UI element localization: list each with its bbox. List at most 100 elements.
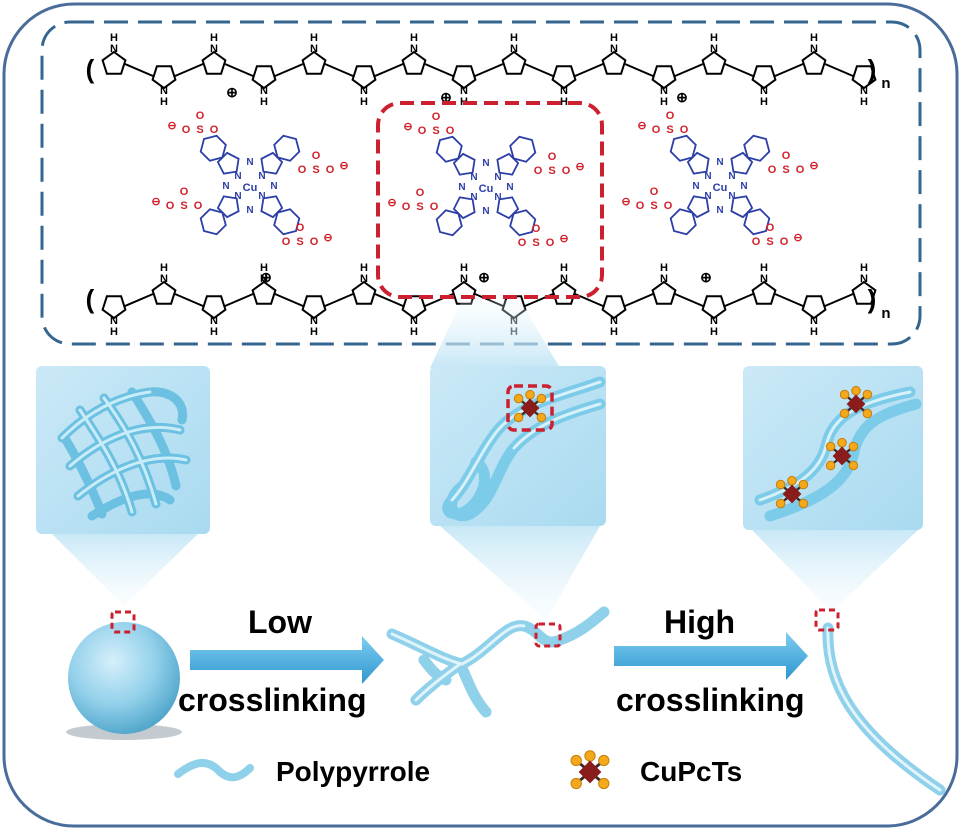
charge-minus: ⊖: [559, 233, 568, 245]
pc-meso-n: N: [458, 182, 465, 193]
pyrrole-ring: [451, 65, 477, 90]
sulfonate-o: O: [664, 200, 673, 212]
charge-plus: ⊕: [676, 89, 688, 105]
sulfonate-o: O: [416, 187, 425, 199]
pyrrole-hydrogen: H: [110, 32, 118, 44]
pc-inner-n: N: [704, 171, 711, 182]
pyrrole-ring: [151, 280, 177, 305]
charge-minus: ⊖: [621, 196, 630, 208]
pyrrole-ring: [201, 295, 227, 320]
pyrrole-nitrogen: N: [860, 85, 868, 97]
pyrrole-nitrogen: N: [510, 43, 518, 55]
zoom-beam-top: [430, 300, 560, 368]
pyrrole-bond: [224, 63, 254, 77]
pyrrole-nitrogen: N: [160, 85, 168, 97]
pyrrole-hydrogen: H: [460, 262, 468, 274]
pyrrole-nitrogen: N: [710, 315, 718, 327]
pyrrole-nitrogen: N: [710, 43, 718, 55]
sulfonate-o: O: [666, 110, 675, 122]
pc-meso-n: N: [482, 158, 489, 169]
pyrrole-ring: [401, 295, 427, 320]
charge-minus: ⊖: [793, 232, 802, 244]
sulfonate-o: O: [312, 150, 321, 162]
chain-bracket-left: (: [86, 54, 95, 84]
pyrrole-bond: [674, 293, 704, 307]
sulfonate-o: O: [310, 236, 319, 248]
cupcts-ligand: [513, 412, 524, 423]
sulfonate-o: O: [166, 200, 175, 212]
pyrrole-hydrogen: H: [160, 262, 168, 274]
pyrrole-hydrogen: H: [510, 32, 518, 44]
highlight-box-knot: [506, 384, 554, 432]
pyrrole-bond: [324, 293, 354, 307]
sulfonate-s: S: [532, 237, 539, 249]
pc-benzo-ring: [743, 134, 771, 162]
pyrrole-ring: [751, 65, 777, 90]
sulfonate-o: O: [210, 124, 219, 136]
pyrrole-nitrogen: N: [660, 273, 668, 285]
pyrrole-nitrogen: N: [260, 85, 268, 97]
cupcts-ligand: [839, 389, 850, 400]
pyrrole-bond: [824, 293, 854, 307]
pc-inner-n: N: [234, 191, 241, 202]
pc-inner-n: N: [258, 191, 265, 202]
pyrrole-nitrogen: N: [410, 315, 418, 327]
pyrrole-ring: [651, 65, 677, 90]
sulfonate-o: O: [636, 200, 645, 212]
pyrrole-ring: [351, 280, 377, 305]
pyrrole-nitrogen: N: [560, 85, 568, 97]
pyrrole-nitrogen: N: [810, 315, 818, 327]
cupcts-ligand: [513, 393, 524, 404]
pc-benzo-ring: [435, 135, 463, 163]
pyrrole-hydrogen: H: [360, 96, 368, 108]
cupcts-core: [578, 760, 602, 784]
pyrrole-ring: [401, 50, 427, 75]
pc-inner-n: N: [470, 192, 477, 203]
pc-benzo-ring: [669, 208, 697, 236]
pc-meso-n: N: [270, 181, 277, 192]
pc-inner-n: N: [234, 171, 241, 182]
cupcts-ligand: [862, 408, 873, 419]
label-high: High: [664, 604, 736, 640]
sulfonate-o: O: [446, 125, 455, 137]
pc-inner-n: N: [494, 192, 501, 203]
pyrrole-bond: [474, 63, 504, 77]
pc-inner-n: N: [494, 172, 501, 183]
pyrrole-hydrogen: H: [210, 32, 218, 44]
pyrrole-bond: [324, 63, 354, 77]
sulfonate-o: O: [296, 222, 305, 234]
charge-minus: ⊖: [339, 160, 348, 172]
pyrrole-hydrogen: H: [860, 262, 868, 274]
charge-plus: ⊕: [440, 89, 452, 105]
sulfonate-o: O: [768, 164, 777, 176]
pc-metal: Cu: [713, 182, 728, 194]
label-low: Low: [248, 604, 312, 640]
pyrrole-ring: [751, 280, 777, 305]
sulfonate-o: O: [562, 165, 571, 177]
label-crosslinking-1: crosslinking: [178, 682, 367, 718]
pyrrole-nitrogen: N: [160, 273, 168, 285]
pc-metal: Cu: [243, 182, 258, 194]
charge-plus: ⊕: [478, 269, 490, 285]
pyrrole-ring: [251, 280, 277, 305]
zoom-beam-high: [752, 530, 918, 612]
pc-meso-n: N: [506, 182, 513, 193]
charge-plus: ⊕: [226, 84, 238, 100]
sulfonate-o: O: [782, 150, 791, 162]
pyrrole-ring: [551, 280, 577, 305]
sulfonate-o: O: [432, 111, 441, 123]
pyrrole-nitrogen: N: [460, 85, 468, 97]
pyrrole-ring: [301, 295, 327, 320]
pyrrole-nitrogen: N: [210, 315, 218, 327]
pyrrole-bond: [374, 63, 404, 77]
cupcts-ligand: [837, 437, 847, 448]
sulfonate-o: O: [532, 223, 541, 235]
pc-benzo-ring: [669, 134, 697, 162]
cupcts-ligand: [787, 475, 797, 486]
pyrrole-bond: [724, 63, 754, 77]
sulfonate-s: S: [666, 124, 673, 136]
label-crosslinking-2: crosslinking: [616, 682, 805, 718]
